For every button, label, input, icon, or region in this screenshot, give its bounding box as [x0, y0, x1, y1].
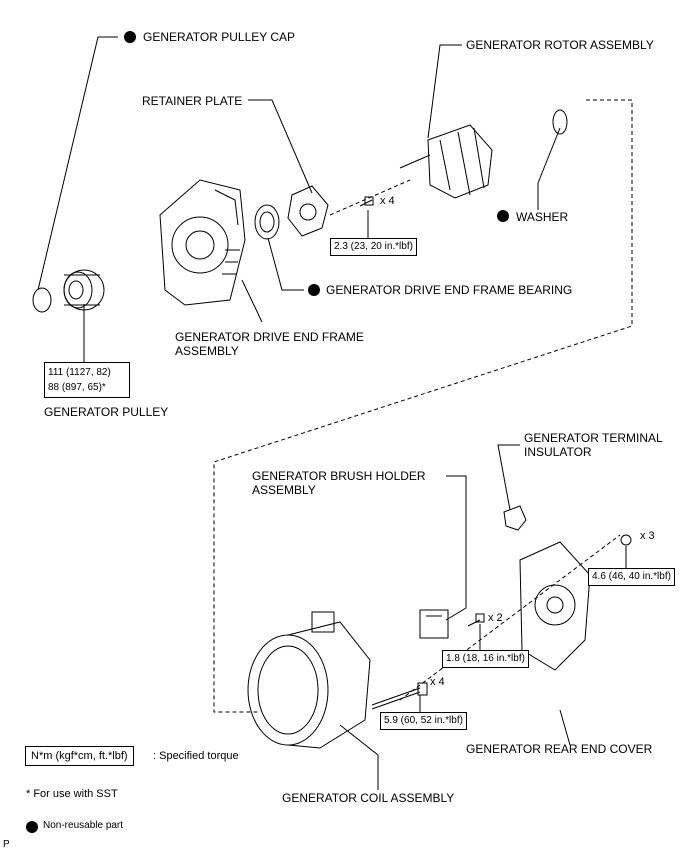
leader-drive-frame [241, 279, 263, 323]
leader-retainer [248, 99, 313, 194]
qty-rear-nuts: x 3 [640, 530, 655, 542]
qty-brush-screws: x 2 [488, 612, 503, 624]
retainer-bolt-part [359, 196, 374, 207]
pulley-part [63, 269, 105, 311]
label-brush-holder: GENERATOR BRUSH HOLDER ASSEMBLY [252, 469, 426, 497]
leader-terminal-ins [497, 444, 520, 511]
label-rear-cover: GENERATOR REAR END COVER [466, 742, 653, 756]
assembly-dashed-outline [213, 99, 633, 713]
leader-pulley-cap [37, 36, 118, 291]
label-rotor: GENERATOR ROTOR ASSEMBLY [466, 38, 654, 52]
qty-through-bolts: x 4 [430, 676, 445, 688]
terminal-insulator-part [503, 505, 527, 531]
rear-cover-part [519, 541, 591, 671]
leader-rear-cover [559, 709, 571, 746]
label-coil: GENERATOR COIL ASSEMBLY [282, 791, 455, 805]
leader-brush [445, 475, 467, 621]
brush-screw-part [467, 613, 485, 627]
legend-sst-note: * For use with SST [26, 788, 118, 800]
rotor-part [399, 124, 493, 199]
non-reusable-dot-bearing [308, 284, 320, 296]
torque-pulley-line2: 88 (897, 65)* [48, 382, 106, 393]
axis-dashed-lower [399, 534, 621, 701]
torque-retainer-bolts: 2.3 (23, 20 in.*lbf) [330, 238, 417, 256]
non-reusable-dot-washer [497, 210, 509, 222]
leader-coil [339, 724, 379, 790]
washer-part [552, 109, 568, 135]
label-pulley-cap: GENERATOR PULLEY CAP [143, 30, 296, 44]
corner-code: P [3, 839, 10, 850]
bearing-part [254, 204, 280, 240]
leader-washer [537, 127, 561, 184]
leader-bearing [267, 237, 304, 291]
torque-rear-nuts: 4.6 (46, 40 in.*lbf) [588, 568, 675, 586]
torque-pulley: 111 (1127, 82) 88 (897, 65)* [44, 362, 130, 398]
legend-non-reusable-dot [26, 821, 38, 833]
label-bearing: GENERATOR DRIVE END FRAME BEARING [326, 283, 573, 297]
torque-pulley-line1: 111 (1127, 82) [48, 367, 111, 378]
legend-non-reusable: Non-reusable part [43, 820, 124, 831]
legend-torque-desc: : Specified torque [153, 750, 239, 762]
rear-nut-part [620, 534, 632, 546]
drive-frame-part [159, 179, 246, 306]
coil-part [247, 611, 371, 749]
retainer-plate-part [287, 185, 329, 237]
label-drive-frame: GENERATOR DRIVE END FRAME ASSEMBLY [175, 330, 364, 358]
label-washer: WASHER [516, 210, 569, 224]
qty-retainer-bolts: x 4 [380, 195, 395, 207]
torque-through-bolts: 5.9 (60, 52 in.*lbf) [380, 712, 467, 730]
label-pulley: GENERATOR PULLEY [44, 405, 169, 419]
torque-brush-screws: 1.8 (18, 16 in.*lbf) [442, 650, 529, 668]
non-reusable-dot-pulley-cap [124, 31, 136, 43]
label-retainer: RETAINER PLATE [142, 94, 243, 108]
pulley-cap-part [32, 287, 52, 313]
leader-rotor [427, 44, 462, 139]
through-bolt-part [371, 682, 428, 710]
label-terminal-insulator: GENERATOR TERMINAL INSULATOR [524, 431, 663, 459]
legend-torque-box: N*m (kgf*cm, ft.*lbf) [25, 746, 134, 766]
brush-holder-part [419, 609, 449, 639]
